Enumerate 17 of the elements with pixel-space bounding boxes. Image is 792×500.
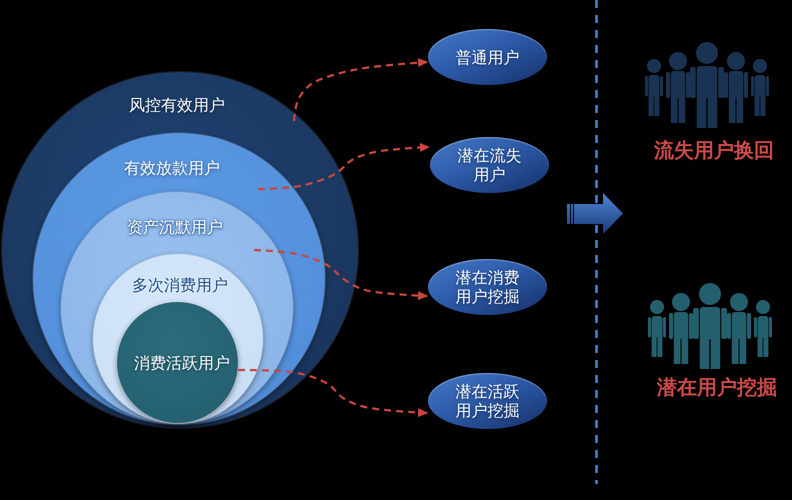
- ellipse-label: 普通用户: [454, 48, 520, 66]
- circle-label: 多次消费用户: [132, 276, 228, 294]
- group-caption: 潜在用户挖掘: [657, 375, 777, 399]
- nested-circle: [117, 302, 238, 423]
- circle-label: 风控有效用户: [129, 96, 225, 114]
- ellipse-label: 潜在消费用户挖掘: [454, 268, 520, 306]
- circle-label: 消费活跃用户: [134, 354, 230, 372]
- nested-circle: [93, 254, 263, 424]
- ellipse-label: 潜在活跃用户挖掘: [454, 382, 520, 420]
- circle-label: 有效放款用户: [124, 158, 220, 178]
- group-caption: 流失用户换回: [654, 138, 774, 162]
- circle-label: 资产沉默用户: [127, 218, 223, 236]
- dashed-arrow: [254, 248, 428, 300]
- dashed-arrow: [238, 368, 428, 418]
- dashed-arrow: [258, 142, 430, 190]
- dashed-arrow: [292, 58, 428, 122]
- ellipse-label: 潜在流失用户: [456, 146, 522, 184]
